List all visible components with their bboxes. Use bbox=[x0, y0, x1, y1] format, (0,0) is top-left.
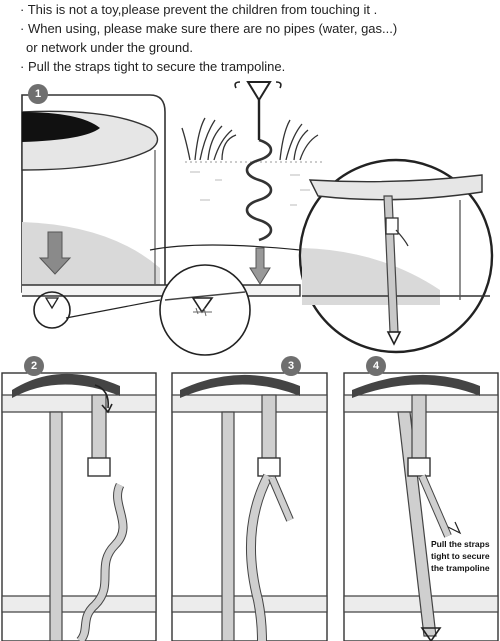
instruction-line-4: · Pull the straps tight to secure the tr… bbox=[20, 59, 286, 74]
strap-callout: Pull the straps tight to secure the tram… bbox=[431, 538, 497, 574]
instruction-line-1: · This is not a toy,please prevent the c… bbox=[20, 2, 378, 17]
ground-anchor-illustration bbox=[181, 81, 325, 285]
step-badge-2: 2 bbox=[24, 356, 44, 376]
instruction-line-3: or network under the ground. bbox=[26, 40, 193, 55]
panel-4 bbox=[343, 372, 499, 641]
step-badge-4: 4 bbox=[366, 356, 386, 376]
step-badge-3: 3 bbox=[281, 356, 301, 376]
instruction-line-2: · When using, please make sure there are… bbox=[20, 21, 398, 36]
step-badge-1: 1 bbox=[28, 84, 48, 104]
callout-line-1: Pull the straps bbox=[431, 539, 490, 549]
instruction-notes: · This is not a toy,please prevent the c… bbox=[20, 0, 490, 76]
panel-1-trampoline bbox=[21, 94, 301, 356]
panel-2 bbox=[1, 372, 157, 641]
callout-line-3: the trampoline bbox=[431, 563, 490, 573]
panel-3 bbox=[171, 372, 328, 641]
callout-line-2: tight to secure bbox=[431, 551, 490, 561]
strap-detail-circle bbox=[149, 158, 494, 354]
